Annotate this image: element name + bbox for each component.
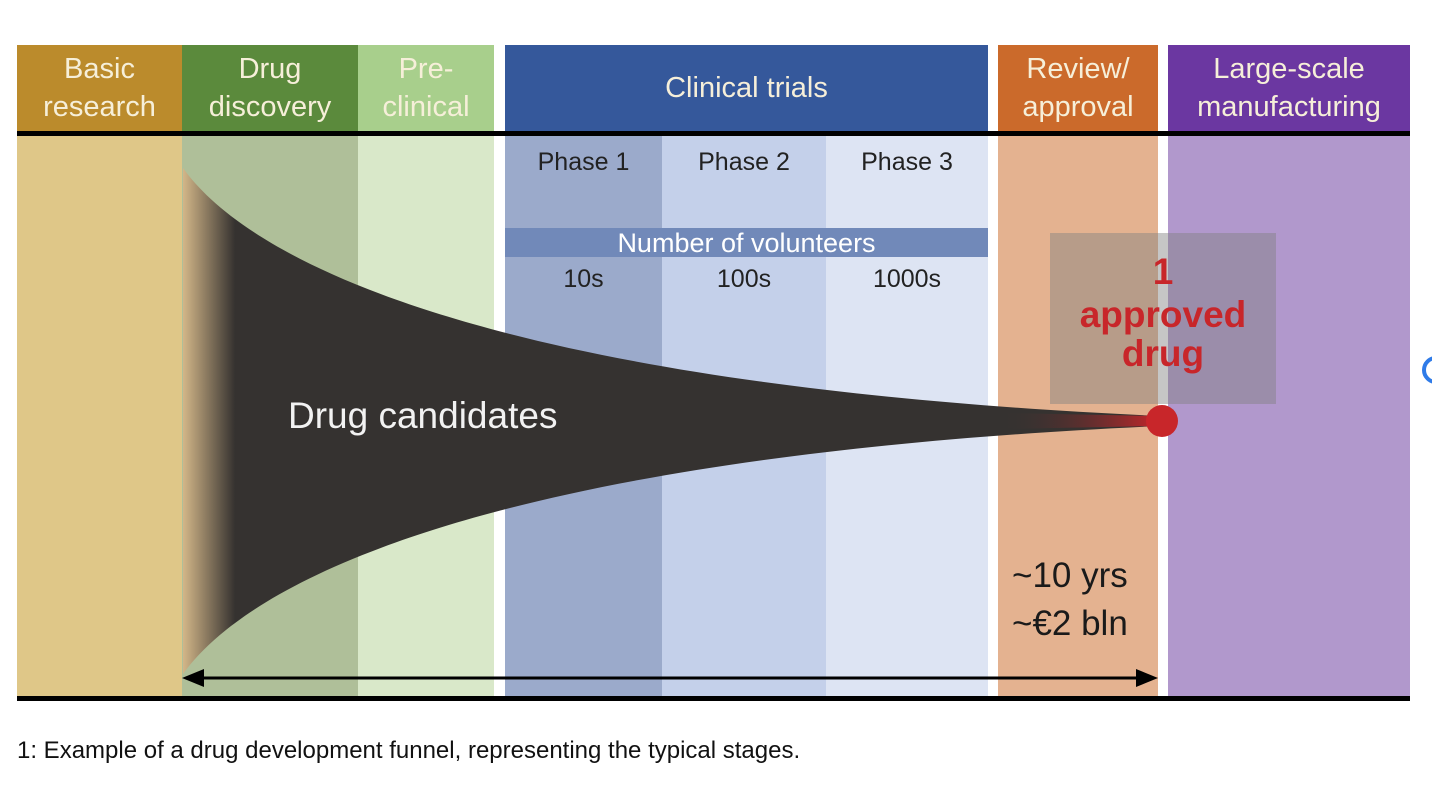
header-divider [17, 131, 1410, 136]
arrow-head-left [182, 669, 204, 687]
phase-1-label: Phase 1 [537, 148, 630, 176]
figure-caption: 1: Example of a drug development funnel,… [17, 737, 801, 764]
outcome-box [1050, 233, 1276, 404]
header-clinical-trials: Clinical trials [505, 45, 988, 131]
partial-circle-icon [1422, 356, 1432, 384]
approved-drug-dot [1146, 405, 1178, 437]
phase-3-label: Phase 3 [861, 148, 953, 176]
header-text: clinical [382, 91, 470, 123]
outcome-text: drug [1121, 333, 1205, 374]
header-text: Large-scale [1213, 53, 1365, 85]
outcome-text: approved [1079, 294, 1247, 335]
column-manufacturing [1168, 136, 1410, 696]
header-review-approval: Review/approval [998, 45, 1158, 131]
header-text: manufacturing [1197, 91, 1381, 123]
header-text: approval [1022, 91, 1134, 123]
header-preclinical: Pre-clinical [358, 45, 494, 131]
outcome-label: 1 approved drug [1050, 250, 1276, 375]
funnel-label: Drug candidates [288, 395, 558, 436]
phase-2-label: Phase 2 [698, 148, 790, 176]
column-basic-research [17, 136, 182, 696]
header-manufacturing: Large-scale manufacturing [1168, 45, 1410, 131]
volunteers-label: Number of volunteers [617, 228, 876, 258]
header-text: Clinical trials [665, 72, 828, 104]
phase-1-volunteers: 10s [563, 265, 604, 293]
header-basic-research: Basic research [17, 45, 182, 131]
phase-3-volunteers: 1000s [872, 265, 942, 293]
header-drug-discovery: Drug discovery [182, 45, 358, 131]
outcome-count: 1 [1152, 251, 1174, 292]
funnel-shape [183, 168, 1160, 674]
funnel-tip [1000, 413, 1160, 429]
phase-2-volunteers: 100s [716, 265, 772, 293]
header-text: research [43, 91, 156, 123]
cost-label: ~€2 bln [1012, 604, 1128, 643]
header-text: Review/ [1026, 53, 1130, 85]
bottom-divider [17, 696, 1410, 701]
header-text: Pre- [398, 53, 454, 85]
arrow-head-right [1136, 669, 1158, 687]
volunteers-bar: Number of volunteers [505, 228, 988, 258]
header-text: Drug [238, 53, 302, 85]
header-text: Basic [64, 53, 135, 85]
duration-label: ~10 yrs [1012, 556, 1128, 595]
header-text: discovery [208, 91, 332, 123]
